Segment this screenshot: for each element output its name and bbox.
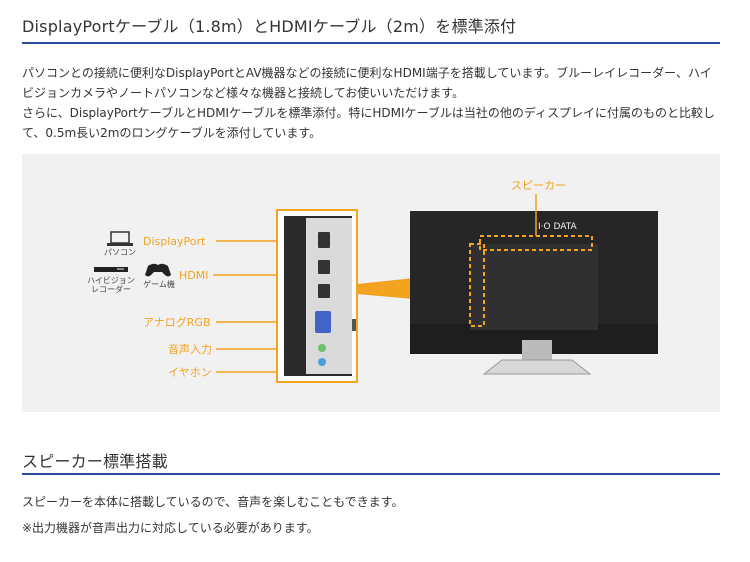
port-label-displayport: DisplayPort	[143, 235, 206, 248]
section-divider	[22, 42, 720, 44]
section-title-speaker: スピーカー標準搭載	[22, 452, 168, 471]
device-label-recorder-line2: レコーダー	[91, 284, 131, 294]
port-panel-closeup	[276, 209, 358, 383]
speaker-label: スピーカー	[511, 179, 566, 192]
laptop-icon	[107, 231, 133, 246]
device-label-recorder-line1: ハイビジョン	[87, 276, 135, 285]
port-label-rgb: アナログRGB	[143, 315, 211, 329]
game-controller-icon	[145, 263, 171, 277]
speaker-note: ※出力機器が音声出力に対応している必要があります。	[22, 521, 319, 535]
section-title-cables: DisplayPortケーブル（1.8m）とHDMIケーブル（2m）を標準添付	[22, 17, 517, 36]
device-label-pc: パソコン	[104, 248, 136, 257]
section-divider-2	[22, 473, 720, 475]
device-label-game: ゲーム機	[143, 279, 175, 289]
connection-figure: パソコン ハイビジョン レコーダー ゲーム機 DisplayPort HDMI …	[22, 154, 720, 412]
description-paragraph-1: パソコンとの接続に便利なDisplayPortとAV機器などの接続に便利なHDM…	[22, 66, 712, 100]
section-description: パソコンとの接続に便利なDisplayPortとAV機器などの接続に便利なHDM…	[22, 63, 722, 143]
monitor-back: I·O DATA	[410, 211, 658, 375]
port-label-hdmi: HDMI	[179, 269, 208, 282]
port-label-audio-in: 音声入力	[168, 342, 212, 356]
recorder-icon	[94, 267, 128, 272]
connection-diagram: パソコン ハイビジョン レコーダー ゲーム機 DisplayPort HDMI …	[87, 179, 658, 383]
speaker-description: スピーカーを本体に搭載しているので、音声を楽しむこともできます。 ※出力機器が音…	[22, 492, 722, 538]
port-label-earphone: イヤホン	[168, 366, 212, 379]
brand-logo: I·O DATA	[538, 222, 577, 232]
description-paragraph-2: さらに、DisplayPortケーブルとHDMIケーブルを標準添付。特にHDMI…	[22, 106, 715, 140]
speaker-paragraph-1: スピーカーを本体に搭載しているので、音声を楽しむこともできます。	[22, 495, 404, 509]
